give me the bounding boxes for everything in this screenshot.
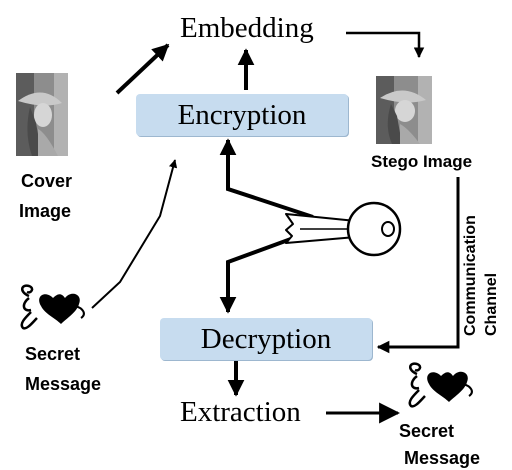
arrow-key-to-encryption xyxy=(219,138,314,219)
extraction-node: Extraction xyxy=(180,396,301,428)
arrow-key-to-decryption xyxy=(219,230,311,314)
secret-message-out-label-line-2: Message xyxy=(404,448,481,468)
secret-message-in-icon xyxy=(15,282,91,332)
arrow-cover-to-embedding xyxy=(115,43,170,95)
arrow-secret-to-encryption xyxy=(91,159,178,309)
encryption-node: Encryption xyxy=(136,94,348,136)
decryption-label: Decryption xyxy=(200,322,332,355)
cover-image-photo xyxy=(16,73,68,156)
channel-label-line-2: Channel xyxy=(483,272,500,336)
secret-message-in-label-line-1: Secret xyxy=(25,344,81,364)
cover-image-label-line-1: Cover xyxy=(21,171,73,191)
stego-image-label: Stego Image xyxy=(371,152,473,171)
secret-message-in-label-line-2: Message xyxy=(25,374,102,394)
secret-message-out-label-line-1: Secret xyxy=(399,421,455,441)
cover-image-label-line-2: Image xyxy=(19,201,72,221)
channel-label-line-1: Communication xyxy=(462,215,479,336)
arrow-channel-to-decryption xyxy=(376,177,460,354)
embedding-node: Embedding xyxy=(180,12,314,44)
arrow-embedding-to-stego xyxy=(346,31,425,59)
secret-message-out-icon xyxy=(403,360,479,410)
decryption-node: Decryption xyxy=(160,318,372,360)
stego-image-photo xyxy=(376,76,432,144)
encryption-label: Encryption xyxy=(177,98,307,131)
key-icon xyxy=(285,201,402,257)
